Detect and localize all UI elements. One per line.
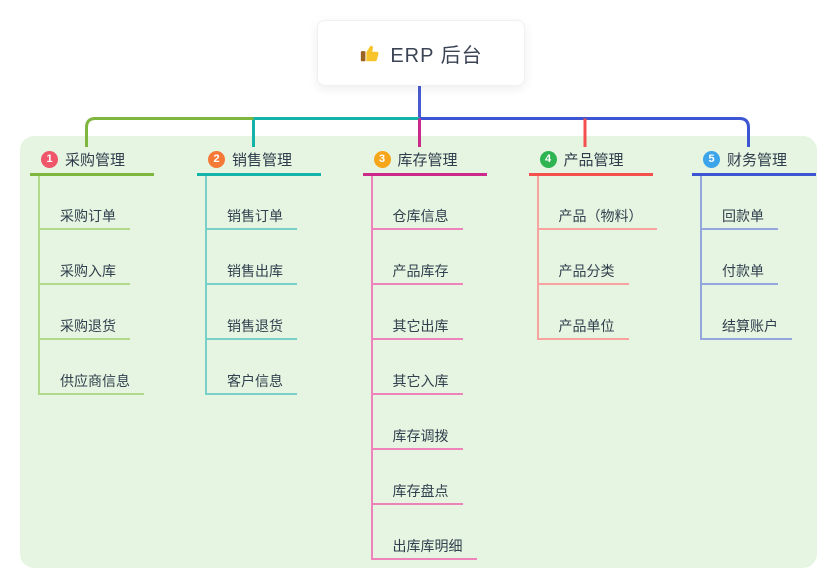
- child-node[interactable]: 销售退货: [205, 314, 297, 340]
- branch-child-connector: [38, 176, 40, 395]
- branch-2: 2 销售管理销售订单销售出库销售退货客户信息: [197, 146, 357, 568]
- branch-5: 5 财务管理回款单付款单结算账户: [692, 146, 839, 568]
- branch-child-connector: [536, 176, 539, 340]
- child-node[interactable]: 销售订单: [205, 204, 297, 230]
- child-node[interactable]: 其它入库: [370, 369, 463, 395]
- branch-4: 4 产品管理产品（物料） 产品分类产品单位: [528, 146, 689, 568]
- branch-title-4[interactable]: 4 产品管理: [528, 146, 653, 176]
- branch-title-label: 采购管理: [65, 152, 126, 169]
- child-node[interactable]: 仓库信息: [370, 204, 463, 230]
- branch-title-3[interactable]: 3 库存管理: [362, 146, 487, 176]
- branch-number-badge: 4: [539, 151, 557, 168]
- branch-child-connector: [370, 176, 373, 560]
- branch-number-badge: 1: [41, 151, 58, 168]
- child-node[interactable]: 结算账户: [700, 314, 792, 340]
- child-node[interactable]: 供应商信息: [38, 369, 144, 395]
- child-node[interactable]: 产品（物料）: [536, 204, 657, 230]
- child-node[interactable]: 产品分类: [536, 259, 629, 285]
- branch-child-connector: [205, 176, 207, 395]
- child-node[interactable]: 付款单: [700, 259, 778, 285]
- root-node-label: ERP 后台: [390, 44, 483, 67]
- child-node[interactable]: 出库库明细: [370, 534, 477, 560]
- branches-panel: [20, 136, 817, 568]
- branch-child-connector: [700, 176, 702, 340]
- child-node[interactable]: 采购退货: [38, 314, 130, 340]
- branch-title-2[interactable]: 2 销售管理: [197, 146, 321, 176]
- branch-number-badge: 2: [208, 151, 225, 168]
- branch-number-badge: 3: [373, 151, 391, 168]
- branch-title-1[interactable]: 1 采购管理: [30, 146, 154, 176]
- branch-title-5[interactable]: 5 财务管理: [692, 146, 816, 176]
- root-node-erp-backend[interactable]: ERP 后台: [317, 20, 525, 86]
- branch-number-badge: 5: [703, 151, 720, 168]
- branch-title-label: 销售管理: [232, 152, 293, 169]
- child-node[interactable]: 采购订单: [38, 204, 130, 230]
- child-node[interactable]: 库存调拨: [370, 424, 463, 450]
- child-node[interactable]: 客户信息: [205, 369, 297, 395]
- child-node[interactable]: 库存盘点: [370, 479, 463, 505]
- child-node[interactable]: 其它出库: [370, 314, 463, 340]
- thumbs-up-icon: [361, 45, 379, 62]
- child-node[interactable]: 采购入库: [38, 259, 130, 285]
- branch-3: 3 库存管理仓库信息产品库存其它出库其它入库库存调拨库存盘点出库库明细: [362, 146, 523, 568]
- child-node[interactable]: 产品单位: [536, 314, 629, 340]
- branch-title-label: 库存管理: [397, 152, 458, 169]
- child-node[interactable]: 产品库存: [370, 259, 463, 285]
- branch-1: 1 采购管理采购订单采购入库采购退货供应商信息: [30, 146, 190, 568]
- branch-title-label: 产品管理: [563, 152, 624, 169]
- branch-title-label: 财务管理: [727, 152, 788, 169]
- child-node[interactable]: 销售出库: [205, 259, 297, 285]
- child-node[interactable]: 回款单: [700, 204, 778, 230]
